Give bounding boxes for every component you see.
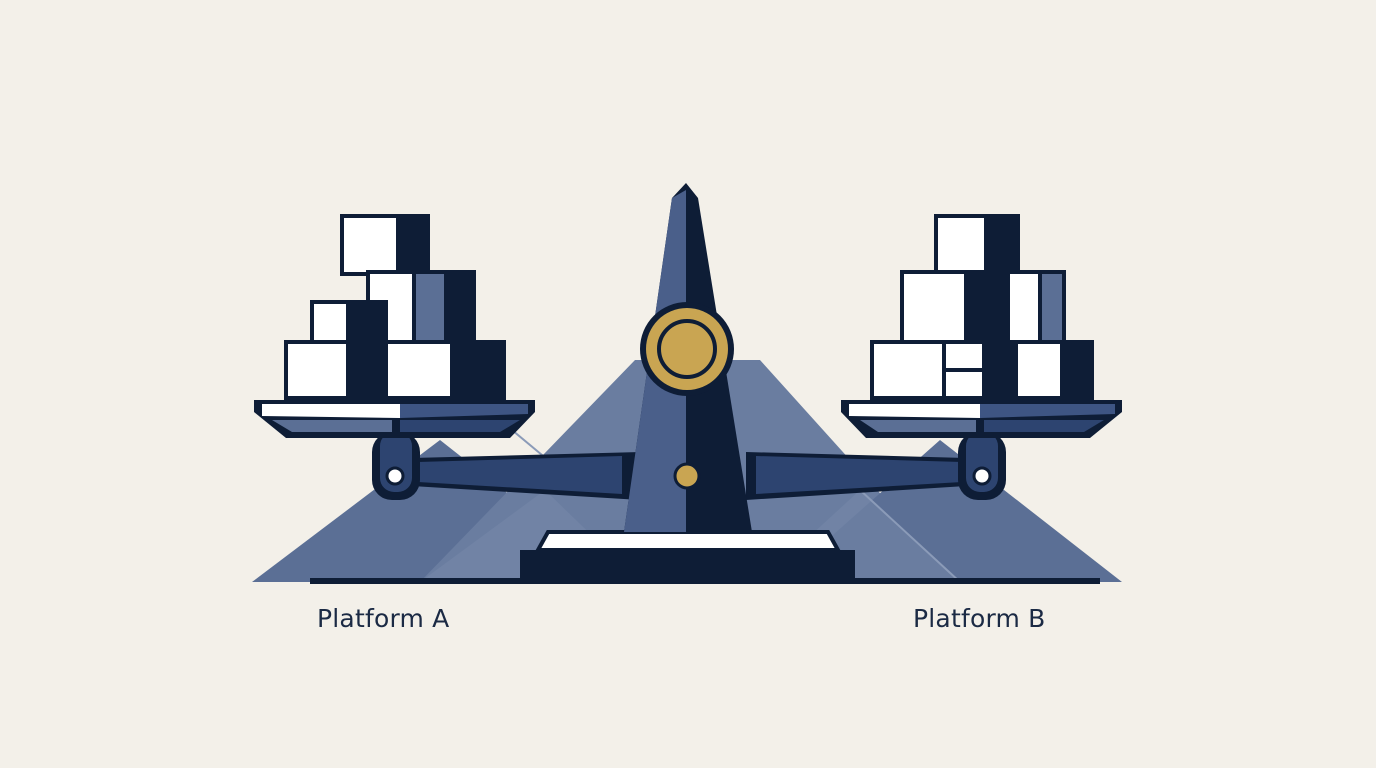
left-pan [254,400,535,438]
right-pan [841,400,1122,438]
left-stacked-boxes-icon [284,214,506,400]
platform-a-label: Platform A [317,604,450,633]
pivot-medallion [640,302,734,396]
beam-pivot-pin [673,462,701,490]
scale-beam [412,452,966,500]
left-hanger [372,432,420,500]
scale-base [520,530,855,582]
right-stacked-boxes-icon [870,214,1094,400]
platform-b-label: Platform B [913,604,1046,633]
right-hanger [958,432,1006,500]
